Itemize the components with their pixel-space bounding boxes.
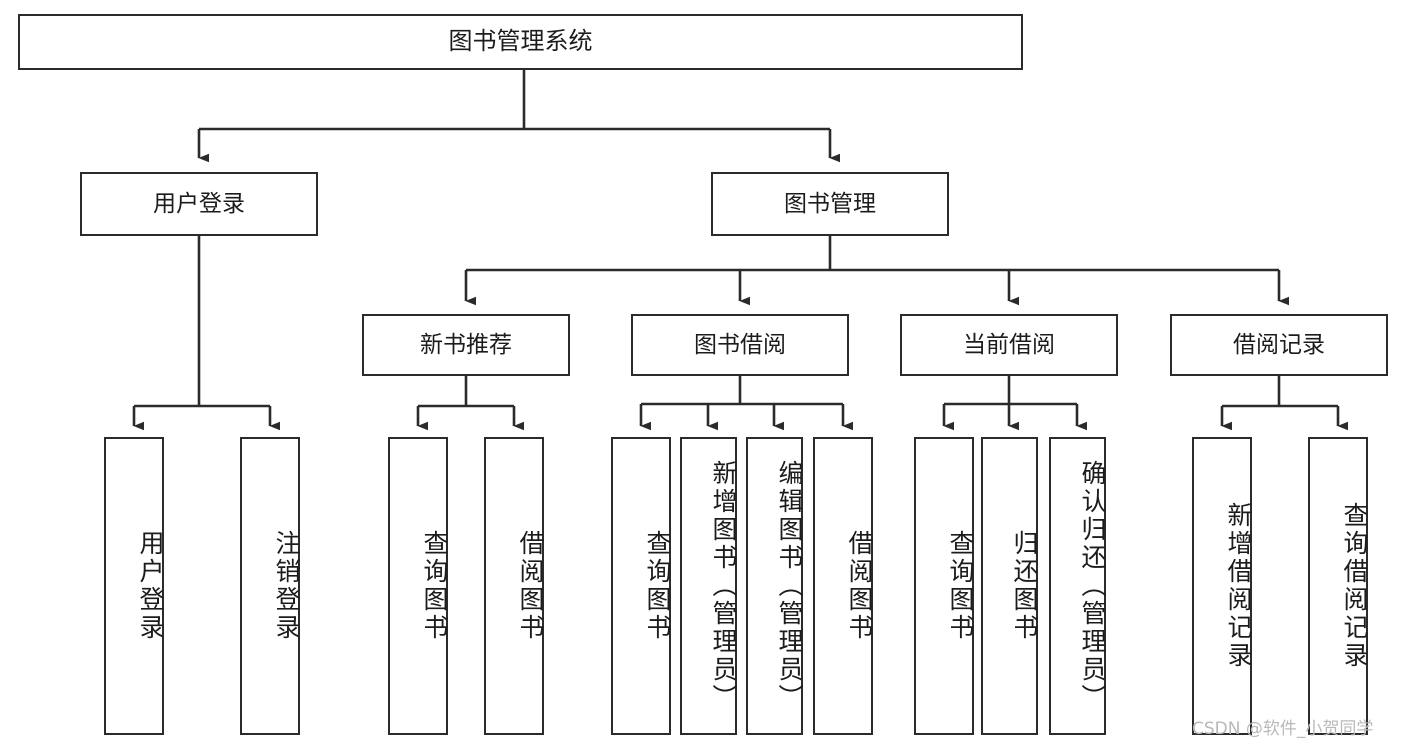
leaf-user-login-login[interactable]: 用户登录	[104, 437, 164, 735]
leaf-label: 用户登录	[136, 530, 164, 642]
leaf-label: 新增借阅记录	[1224, 502, 1252, 670]
leaf-label: 查询图书	[420, 530, 448, 642]
leaf-current-query-book[interactable]: 查询图书	[914, 437, 974, 735]
leaf-label: 借阅图书	[845, 530, 873, 642]
leaf-record-add-record[interactable]: 新增借阅记录	[1192, 437, 1252, 735]
node-book-management-label: 图书管理	[784, 190, 876, 217]
leaf-borrow-edit-book-admin[interactable]: 编辑图书（管理员）	[746, 437, 803, 735]
leaf-label: 新增图书（管理员）	[709, 460, 737, 712]
watermark: CSDN @软件_小贺同学	[1192, 719, 1374, 739]
leaf-user-login-logout[interactable]: 注销登录	[240, 437, 300, 735]
leaf-recommend-borrow-book[interactable]: 借阅图书	[484, 437, 544, 735]
leaf-label: 注销登录	[272, 530, 300, 642]
node-book-borrow[interactable]: 图书借阅	[631, 314, 849, 376]
node-book-borrow-label: 图书借阅	[694, 331, 786, 358]
leaf-label: 查询图书	[946, 530, 974, 642]
leaf-label: 确认归还（管理员）	[1078, 460, 1106, 712]
leaf-current-return-book[interactable]: 归还图书	[981, 437, 1038, 735]
leaf-label: 查询图书	[643, 530, 671, 642]
node-new-book-recommend[interactable]: 新书推荐	[362, 314, 570, 376]
leaf-record-query-record[interactable]: 查询借阅记录	[1308, 437, 1368, 735]
leaf-borrow-query-book[interactable]: 查询图书	[611, 437, 671, 735]
leaf-borrow-borrow-book[interactable]: 借阅图书	[813, 437, 873, 735]
node-book-management[interactable]: 图书管理	[711, 172, 949, 236]
node-new-book-recommend-label: 新书推荐	[420, 331, 512, 358]
node-user-login-label: 用户登录	[153, 190, 245, 217]
leaf-label: 编辑图书（管理员）	[775, 460, 803, 712]
node-borrow-record[interactable]: 借阅记录	[1170, 314, 1388, 376]
node-current-borrow[interactable]: 当前借阅	[900, 314, 1118, 376]
node-borrow-record-label: 借阅记录	[1233, 331, 1325, 358]
leaf-borrow-add-book-admin[interactable]: 新增图书（管理员）	[680, 437, 737, 735]
leaf-label: 借阅图书	[516, 530, 544, 642]
node-root[interactable]: 图书管理系统	[18, 14, 1023, 70]
node-user-login[interactable]: 用户登录	[80, 172, 318, 236]
leaf-label: 查询借阅记录	[1340, 502, 1368, 670]
leaf-current-confirm-return-admin[interactable]: 确认归还（管理员）	[1049, 437, 1106, 735]
node-root-label: 图书管理系统	[448, 27, 593, 55]
leaf-recommend-query-book[interactable]: 查询图书	[388, 437, 448, 735]
node-current-borrow-label: 当前借阅	[963, 331, 1055, 358]
leaf-label: 归还图书	[1010, 530, 1038, 642]
